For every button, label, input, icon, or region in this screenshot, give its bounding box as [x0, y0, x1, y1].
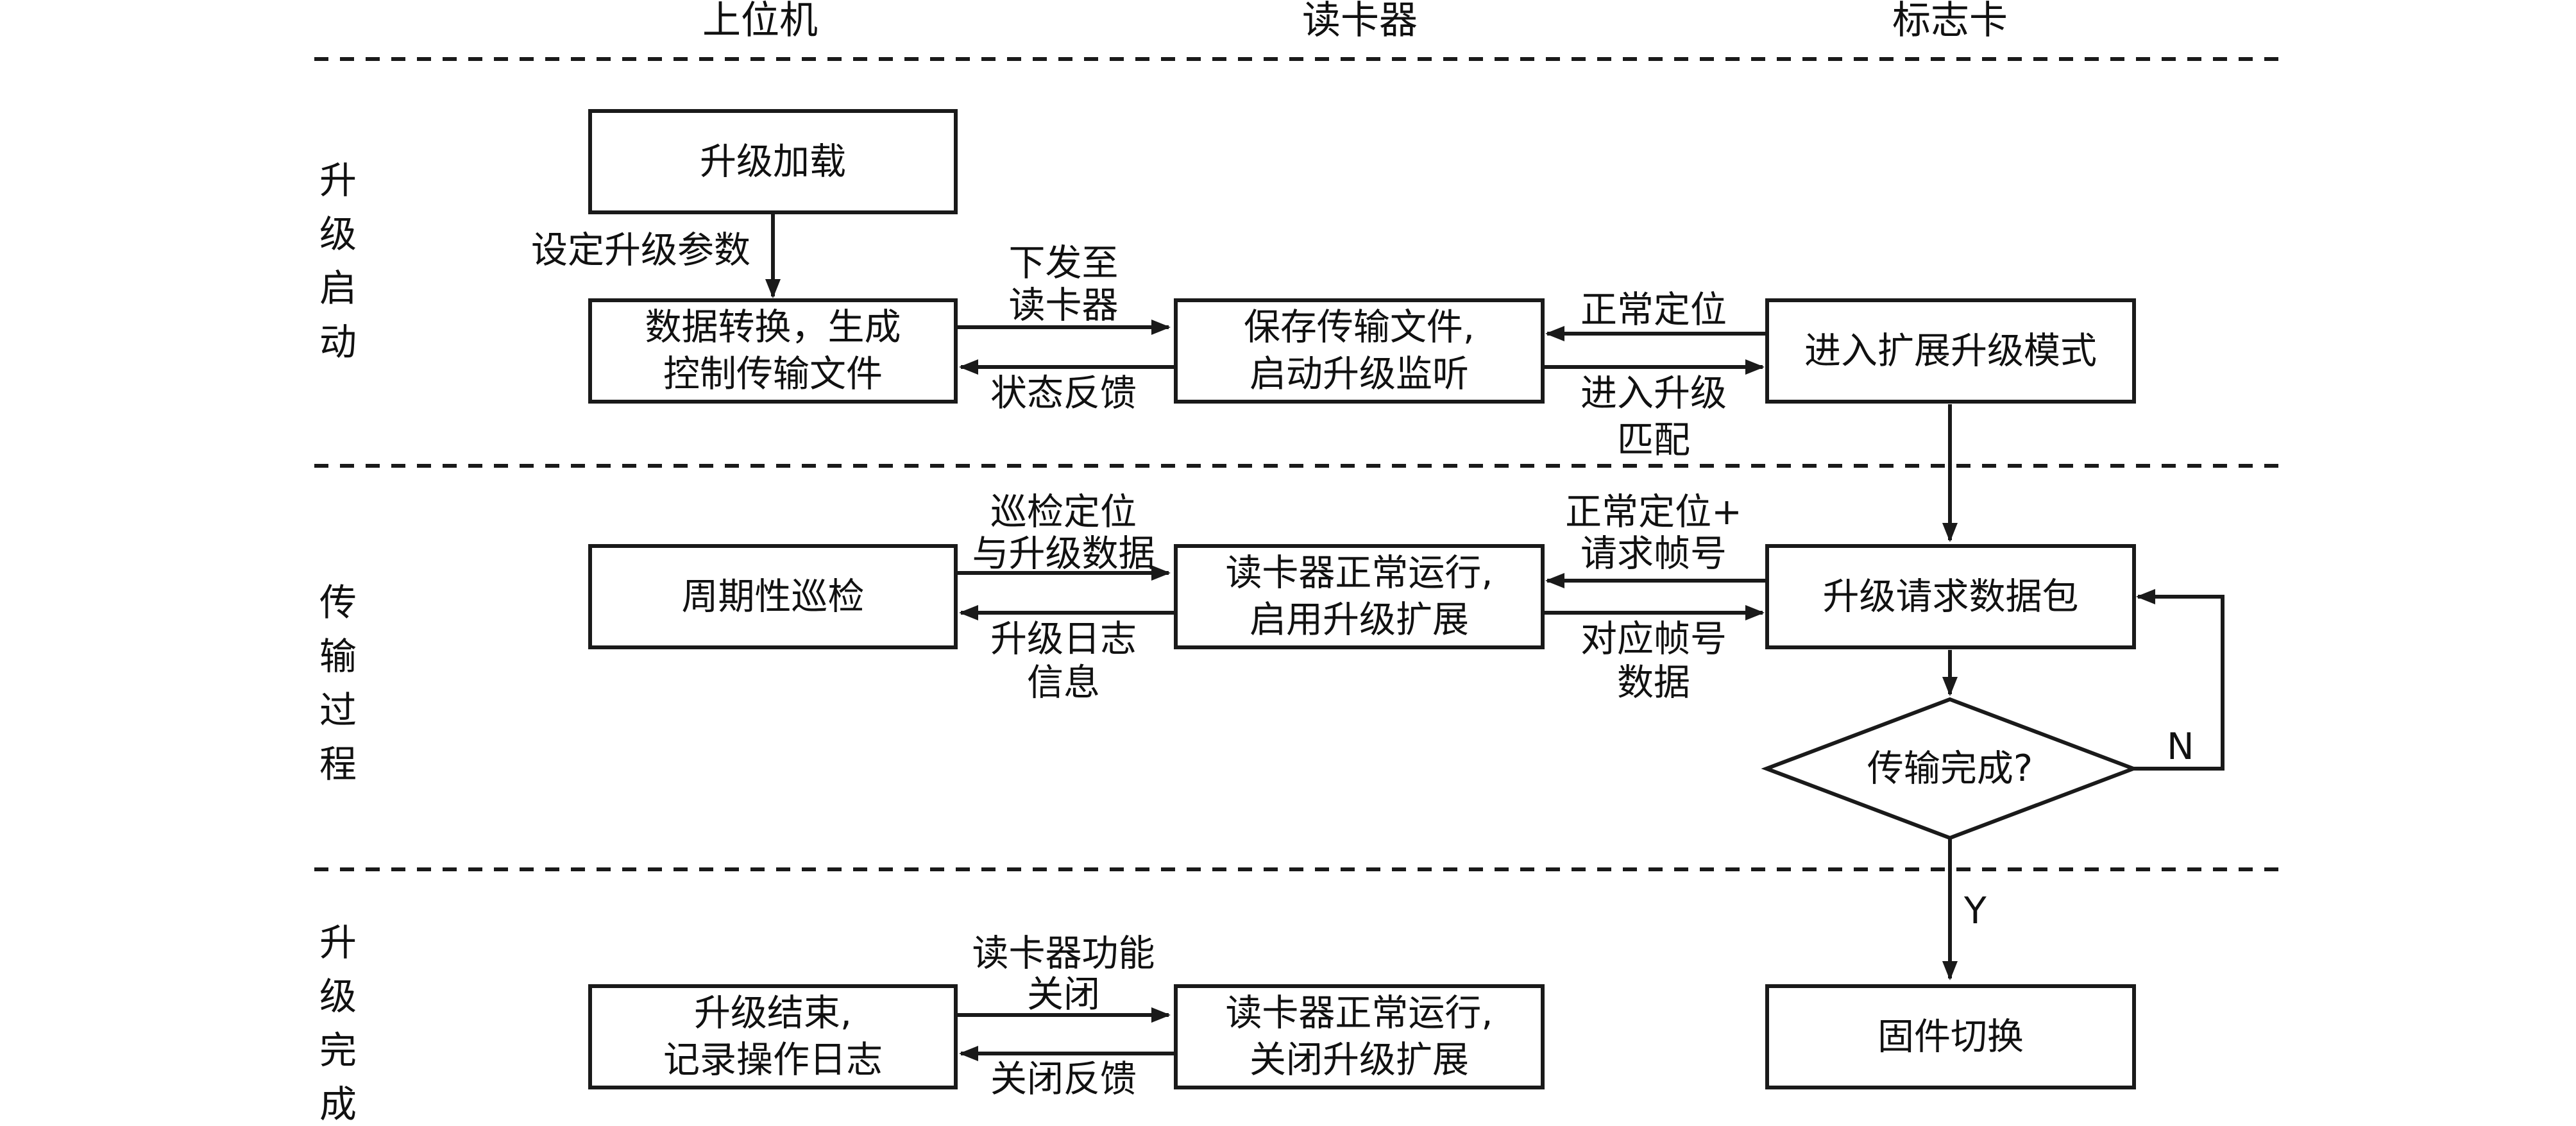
phase-start-char: 动 [319, 320, 357, 364]
label-func-close-1: 读卡器功能 [972, 932, 1155, 975]
label-enter-match-1: 进入升级 [1580, 372, 1727, 414]
label-log-info-1: 升级日志 [990, 618, 1137, 660]
label-status-feedback: 状态反馈 [990, 372, 1137, 414]
phase-finish-char: 级 [319, 975, 357, 1018]
phase-finish-char: 成 [319, 1082, 357, 1126]
label-locate-req-1: 正常定位+ [1565, 491, 1742, 533]
box-firmware-switch-text: 固件切换 [1877, 1015, 2024, 1058]
box-enter-ext: 进入扩展升级模式 [1765, 298, 2136, 404]
label-patrol-data-2: 与升级数据 [972, 533, 1155, 575]
box-save-file-text: 保存传输文件, 启动升级监听 [1243, 306, 1475, 395]
flowchart-canvas [314, 57, 2284, 1061]
box-upgrade-load-text: 升级加载 [700, 140, 846, 183]
phase-start-char: 升 [319, 158, 357, 202]
header-host: 上位机 [702, 0, 818, 43]
box-enter-ext-text: 进入扩展升级模式 [1804, 329, 2097, 372]
box-firmware-switch: 固件切换 [1765, 984, 2136, 1089]
box-upgrade-end-text: 升级结束, 记录操作日志 [663, 992, 883, 1081]
phase-transfer-char: 过 [319, 688, 357, 732]
label-close-feedback: 关闭反馈 [990, 1058, 1137, 1100]
phase-transfer-char: 传 [319, 581, 357, 624]
label-frame-data-1: 对应帧号 [1580, 618, 1727, 660]
box-save-file: 保存传输文件, 启动升级监听 [1174, 298, 1545, 404]
header-tag: 标志卡 [1892, 0, 2008, 43]
box-data-convert: 数据转换，生成 控制传输文件 [588, 298, 958, 404]
decision-text: 传输完成? [1867, 747, 2033, 790]
box-reader-run-enable-text: 读卡器正常运行, 启用升级扩展 [1225, 552, 1493, 641]
phase-transfer-char: 程 [319, 742, 357, 786]
label-frame-data-2: 数据 [1617, 661, 1690, 704]
label-send-to-reader-1: 下发至 [1008, 242, 1119, 284]
box-request-packet: 升级请求数据包 [1765, 544, 2136, 649]
phase-start-char: 启 [319, 266, 357, 310]
label-no: N [2167, 726, 2194, 768]
box-request-packet-text: 升级请求数据包 [1822, 575, 2079, 618]
phase-start-label: 升 级 启 动 [319, 162, 357, 361]
phase-finish-label: 升 级 完 成 [319, 924, 357, 1123]
label-patrol-data-1: 巡检定位 [990, 491, 1137, 533]
box-patrol-text: 周期性巡检 [681, 575, 865, 618]
box-data-convert-text: 数据转换，生成 控制传输文件 [645, 306, 901, 395]
label-set-params: 设定升级参数 [531, 229, 750, 271]
label-enter-match-2: 匹配 [1617, 419, 1690, 461]
phase-finish-char: 升 [319, 921, 357, 964]
box-reader-run-close: 读卡器正常运行, 关闭升级扩展 [1174, 984, 1545, 1089]
box-reader-run-close-text: 读卡器正常运行, 关闭升级扩展 [1225, 992, 1493, 1081]
label-log-info-2: 信息 [1027, 661, 1100, 704]
label-yes: Y [1964, 890, 1987, 932]
box-upgrade-load: 升级加载 [588, 109, 958, 214]
label-locate-req-2: 请求帧号 [1580, 533, 1727, 575]
label-func-close-2: 关闭 [1027, 973, 1100, 1016]
box-upgrade-end: 升级结束, 记录操作日志 [588, 984, 958, 1089]
phase-start-char: 级 [319, 212, 357, 256]
box-reader-run-enable: 读卡器正常运行, 启用升级扩展 [1174, 544, 1545, 649]
box-patrol: 周期性巡检 [588, 544, 958, 649]
label-normal-locate: 正常定位 [1580, 289, 1727, 331]
phase-transfer-label: 传 输 过 程 [319, 584, 357, 783]
phase-transfer-char: 输 [319, 635, 357, 678]
label-send-to-reader-2: 读卡器 [1008, 284, 1119, 327]
phase-finish-char: 完 [319, 1028, 357, 1072]
arrow-no-loop [2133, 589, 2224, 771]
header-reader: 读卡器 [1302, 0, 1418, 43]
